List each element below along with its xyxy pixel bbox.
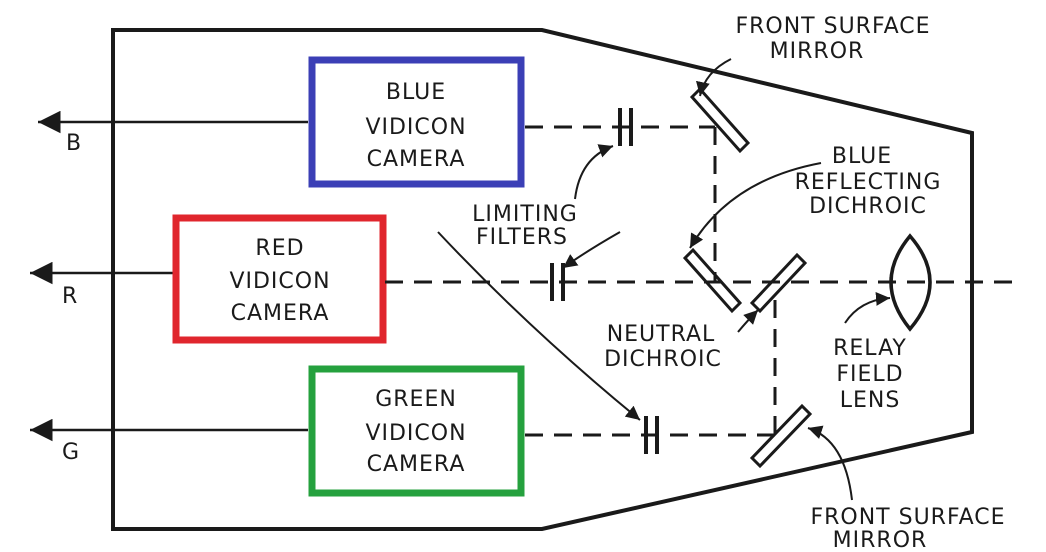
blue-limiting-filter (618, 108, 633, 146)
green-camera-label-line2: VIDICON (365, 421, 466, 446)
leader-filters-to-blue (574, 144, 614, 200)
blue-dichroic-label-line3: DICHROIC (809, 194, 927, 219)
green-camera-label-line1: GREEN (375, 387, 457, 412)
front-surface-mirror-bottom (749, 403, 813, 469)
relay-lens-label-line2: FIELD (836, 362, 903, 387)
blue-dichroic-label-line2: REFLECTING (795, 170, 942, 195)
blue-camera-label-line1: BLUE (386, 80, 446, 105)
green-limiting-filter (644, 416, 659, 454)
relay-field-lens (889, 233, 932, 332)
leader-front-mirror-top (696, 58, 732, 97)
leader-front-mirror-bottom (807, 425, 853, 501)
neutral-dichroic-label-line2: DICHROIC (604, 347, 722, 372)
front-mirror-top-label-line1: FRONT SURFACE (735, 14, 930, 39)
limiting-filters-label-line2: FILTERS (476, 225, 568, 250)
neutral-dichroic-label-line1: NEUTRAL (607, 322, 716, 347)
front-surface-mirror-top (689, 86, 751, 154)
front-mirror-bottom-label-line1: FRONT SURFACE (810, 505, 1005, 530)
red-vidicon-camera-box (172, 214, 387, 344)
green-vidicon-camera-box (308, 365, 525, 497)
blue-vidicon-camera-box (308, 56, 525, 188)
blue-dichroic-label-line1: BLUE (832, 144, 892, 169)
green-camera-label-line3: CAMERA (367, 452, 466, 477)
blue-camera-label-line2: VIDICON (365, 115, 466, 140)
relay-lens-label-line3: LENS (840, 388, 901, 413)
red-camera-label-line1: RED (255, 236, 304, 261)
leader-relay-lens (844, 291, 891, 324)
leader-filters-to-green (437, 231, 641, 421)
leader-neutral-dichroic (737, 309, 759, 333)
red-limiting-filter (550, 263, 565, 301)
relay-lens-label-line1: RELAY (833, 336, 907, 361)
limiting-filters-label-line1: LIMITING (472, 202, 578, 227)
front-mirror-bottom-label-line2: MIRROR (833, 528, 928, 552)
leader-blue-dichroic (689, 162, 822, 249)
blue-output-label: B (66, 131, 82, 156)
red-camera-label-line2: VIDICON (229, 269, 330, 294)
blue-reflecting-dichroic (682, 247, 743, 314)
camera-housing-outline (111, 28, 974, 531)
red-output-label: R (62, 284, 78, 309)
neutral-dichroic (749, 252, 808, 314)
blue-camera-label-line3: CAMERA (367, 147, 466, 172)
leader-filters-to-red (562, 231, 621, 269)
green-output-label: G (62, 440, 80, 465)
red-camera-label-line3: CAMERA (231, 301, 330, 326)
front-mirror-top-label-line2: MIRROR (770, 39, 865, 64)
